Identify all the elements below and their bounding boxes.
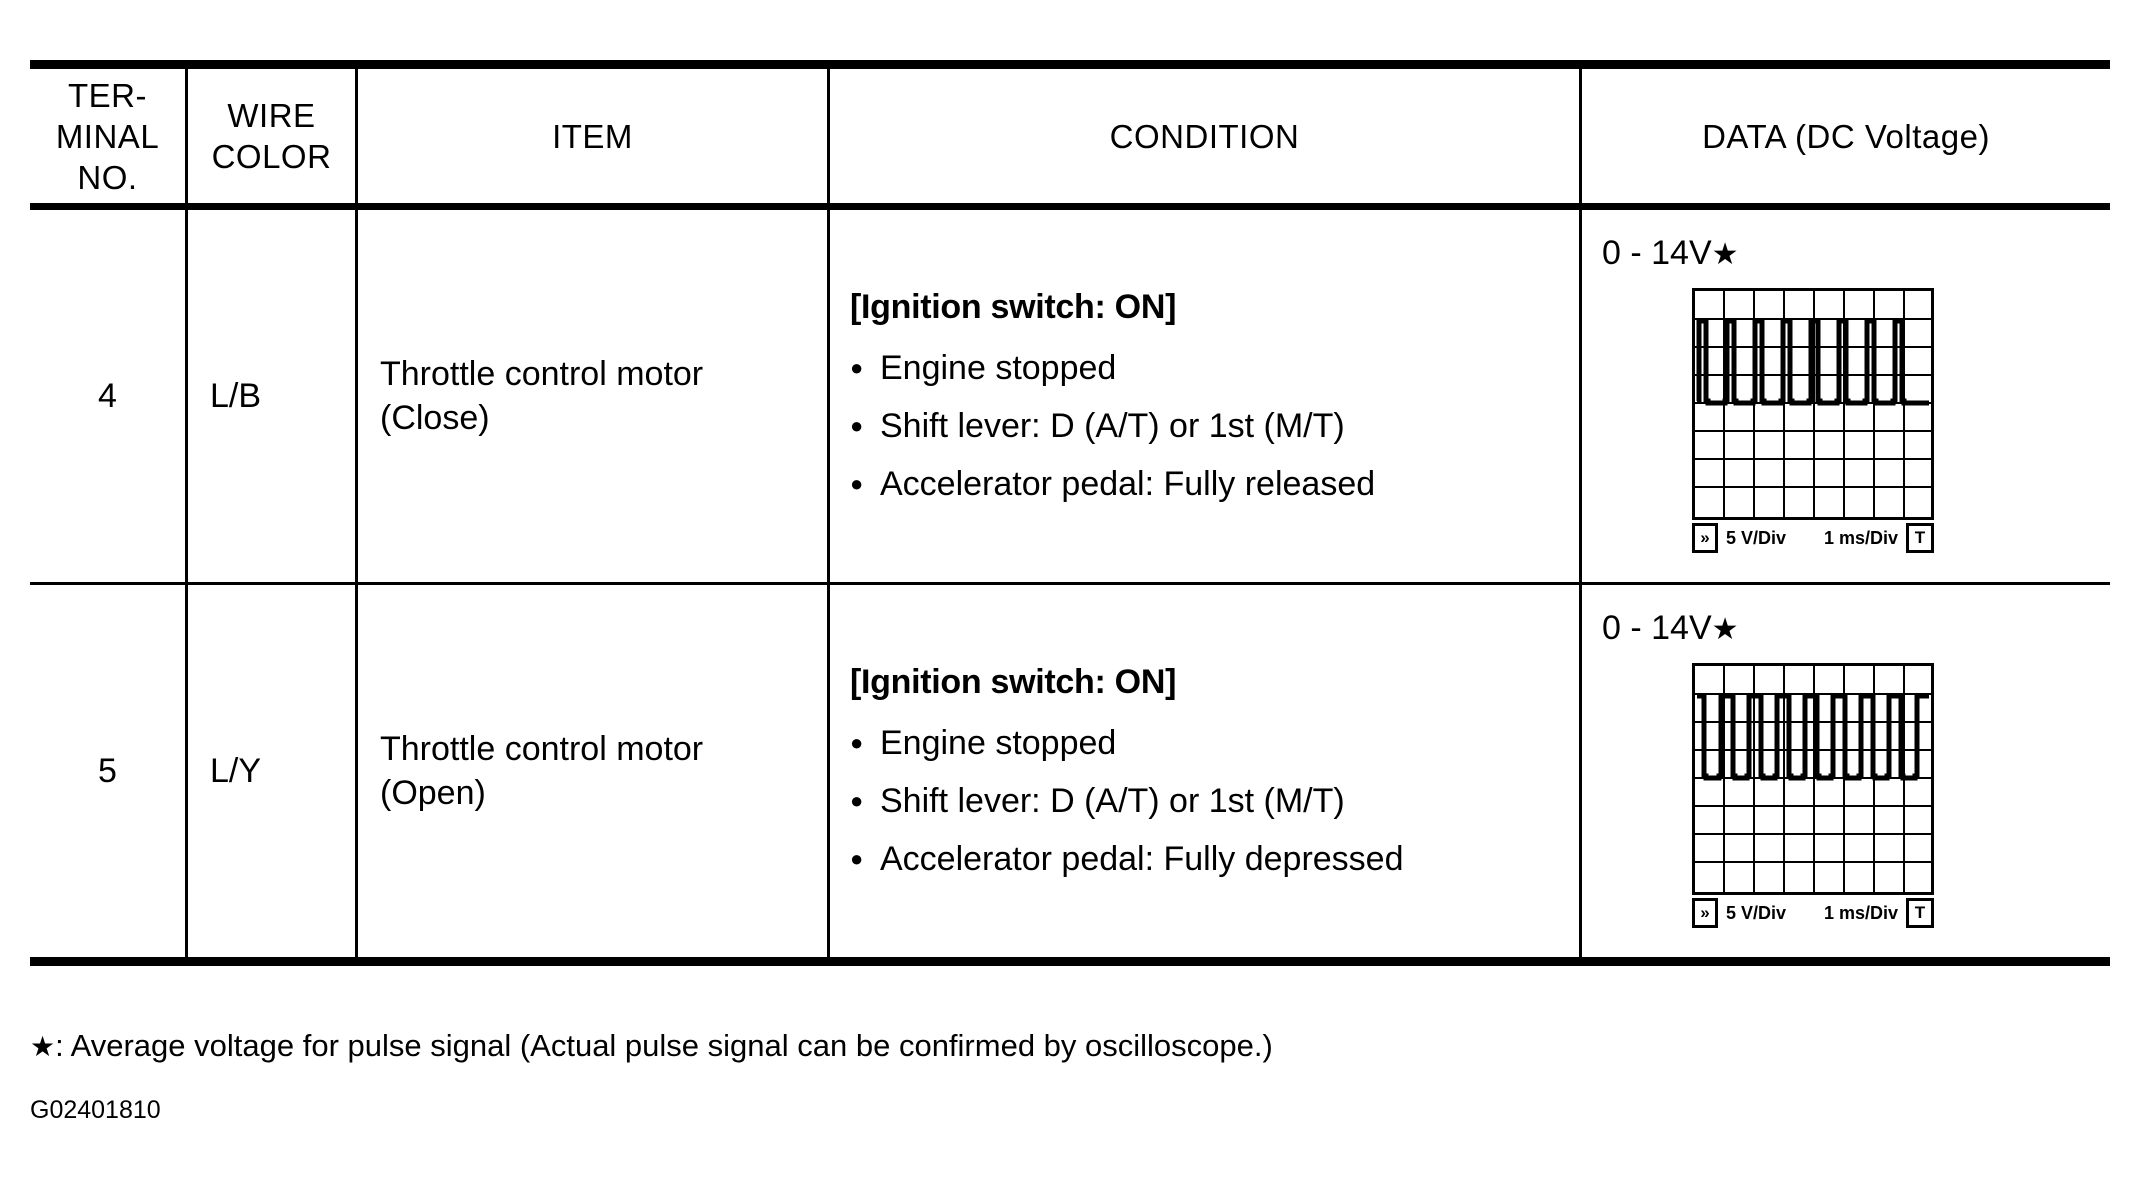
condition-bullet: ● Accelerator pedal: Fully released [850,463,1579,505]
scope-time-per-div: 1 ms/Div [1823,527,1898,548]
table-bottom-rule [30,957,2110,966]
header-data-label: DATA (DC Voltage) [1702,117,1990,155]
header-wire-color: WIRE COLOR [188,69,358,203]
condition-bullet: ● Shift lever: D (A/T) or 1st (M/T) [850,405,1579,447]
cell-item: Throttle control motor (Open) [358,585,830,957]
bullet-icon: ● [850,412,864,438]
header-terminal-no-line3: NO. [77,158,138,196]
wire-color-value: L/B [210,376,262,415]
table-top-rule [30,60,2110,69]
star-icon: ★ [1711,238,1739,271]
bullet-icon: ● [850,845,864,871]
condition-heading: [Ignition switch: ON] [850,287,1177,326]
header-terminal-no-line2: MINAL [55,117,160,155]
table-header-row: TER- MINAL NO. WIRE COLOR ITEM CONDITION… [30,69,2110,203]
cell-terminal-no: 4 [30,210,188,582]
item-line2: (Open) [380,774,486,812]
condition-bullet: ● Engine stopped [850,347,1579,389]
condition-bullet: ● Engine stopped [850,722,1579,764]
scope-settings-bar: » 5 V/Div 1 ms/Div T [1692,898,1934,928]
voltage-text: 0 - 14V [1602,234,1712,272]
header-terminal-no: TER- MINAL NO. [30,69,188,203]
star-icon: ★ [1711,613,1739,646]
condition-bullet-text: Accelerator pedal: Fully released [880,464,1376,503]
cell-data: 0 - 14V★ [1582,585,2110,957]
item-line2: (Close) [380,399,490,437]
cell-condition: [Ignition switch: ON] ● Engine stopped ●… [830,585,1582,957]
voltage-value: 0 - 14V★ [1602,609,1739,648]
scope-bar-spacer [1794,898,1816,928]
table-row: 4 L/B Throttle control motor (Close) [Ig… [30,210,2110,582]
scope-time-per-div: 1 ms/Div [1823,902,1898,923]
item-line1: Throttle control motor [380,355,704,393]
header-terminal-no-line1: TER- [67,76,147,114]
cell-condition: [Ignition switch: ON] ● Engine stopped ●… [830,210,1582,582]
header-item-label: ITEM [552,117,633,155]
bullet-icon: ● [850,470,864,496]
terminal-no-value: 5 [98,751,117,790]
header-wire-color-line1: WIRE [227,97,316,134]
condition-heading: [Ignition switch: ON] [850,662,1177,701]
condition-bullet: ● Shift lever: D (A/T) or 1st (M/T) [850,780,1579,822]
table-header-rule [30,203,2110,210]
header-wire-color-line2: COLOR [211,138,332,175]
item-line1: Throttle control motor [380,730,704,768]
cell-wire-color: L/B [188,210,358,582]
cell-wire-color: L/Y [188,585,358,957]
header-data: DATA (DC Voltage) [1582,69,2110,203]
voltage-value: 0 - 14V★ [1602,234,1739,273]
scope-waveform-row1 [1696,318,1929,406]
terminal-no-value: 4 [98,376,117,415]
scope-volts-per-div: 5 V/Div [1726,902,1787,923]
cell-terminal-no: 5 [30,585,188,957]
condition-bullet-text: Shift lever: D (A/T) or 1st (M/T) [880,406,1345,445]
scope-waveform-row2 [1697,693,1929,781]
header-item: ITEM [358,69,830,203]
condition-bullet-text: Accelerator pedal: Fully depressed [880,839,1404,878]
condition-bullet-text: Engine stopped [880,723,1117,762]
oscilloscope-display: » 5 V/Div 1 ms/Div T [1692,663,1934,928]
fast-forward-icon[interactable]: » [1692,898,1718,928]
star-icon: ★ [30,1031,56,1062]
scope-volts-per-div: 5 V/Div [1726,527,1787,548]
cell-item: Throttle control motor (Close) [358,210,830,582]
wire-color-value: L/Y [210,751,262,790]
header-condition: CONDITION [830,69,1582,203]
condition-bullet-text: Shift lever: D (A/T) or 1st (M/T) [880,781,1345,820]
bullet-icon: ● [850,354,864,380]
condition-bullet: ● Accelerator pedal: Fully depressed [850,838,1579,880]
footnote: ★: Average voltage for pulse signal (Act… [30,1028,1273,1064]
footnote-text: : Average voltage for pulse signal (Actu… [55,1028,1273,1063]
bullet-icon: ● [850,787,864,813]
scope-settings-bar: » 5 V/Div 1 ms/Div T [1692,523,1934,553]
fast-forward-icon[interactable]: » [1692,523,1718,553]
voltage-text: 0 - 14V [1602,609,1712,647]
scope-bar-spacer [1794,523,1816,553]
condition-bullet-text: Engine stopped [880,348,1117,387]
oscilloscope-display: » 5 V/Div 1 ms/Div T [1692,288,1934,553]
terminal-data-table: TER- MINAL NO. WIRE COLOR ITEM CONDITION… [30,60,2110,966]
table-row: 5 L/Y Throttle control motor (Open) [Ign… [30,585,2110,957]
header-condition-label: CONDITION [1109,117,1300,155]
cell-data: 0 - 14V★ [1582,210,2110,582]
figure-id: G02401810 [30,1096,161,1124]
scope-screen [1692,663,1934,895]
scope-trigger-indicator: T [1906,898,1934,928]
scope-screen [1692,288,1934,520]
table-row-divider [30,582,2110,585]
scope-trigger-indicator: T [1906,523,1934,553]
bullet-icon: ● [850,729,864,755]
